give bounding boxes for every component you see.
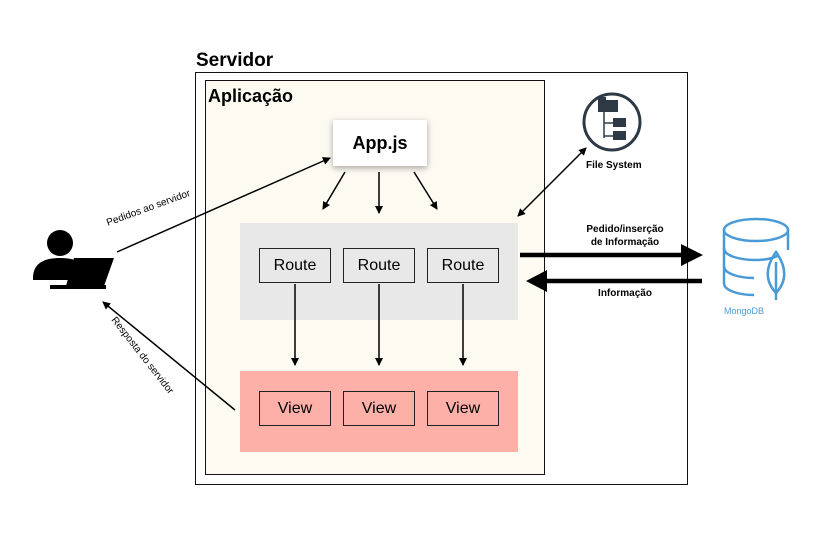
mongodb-label: MongoDB (724, 306, 765, 316)
database-leaf-icon (722, 217, 790, 300)
user-laptop-icon (33, 230, 114, 289)
server-response-arrow (102, 301, 236, 411)
db-request-label: Pedido/inserção de Informação (586, 224, 664, 248)
route-node: Route (259, 248, 331, 283)
server-title: Servidor (196, 50, 274, 71)
view-node: View (259, 391, 331, 426)
db-info-label: Informação (598, 288, 652, 299)
view-node: View (427, 391, 499, 426)
route-node: Route (427, 248, 499, 283)
db-request-arrowhead (681, 244, 703, 266)
server-box (195, 72, 688, 485)
client-request-arrow (116, 157, 331, 253)
file-system-label: File System (586, 160, 642, 171)
filesystem-arrow (517, 147, 587, 217)
route-node: Route (343, 248, 415, 283)
appjs-to-route-arrow (322, 171, 346, 210)
appjs-node: App.js (333, 120, 427, 166)
appjs-to-route-arrow (413, 171, 438, 210)
view-node: View (343, 391, 415, 426)
db-info-arrowhead (526, 270, 547, 292)
application-title: Aplicação (208, 86, 294, 106)
folder-tree-icon (582, 92, 642, 152)
